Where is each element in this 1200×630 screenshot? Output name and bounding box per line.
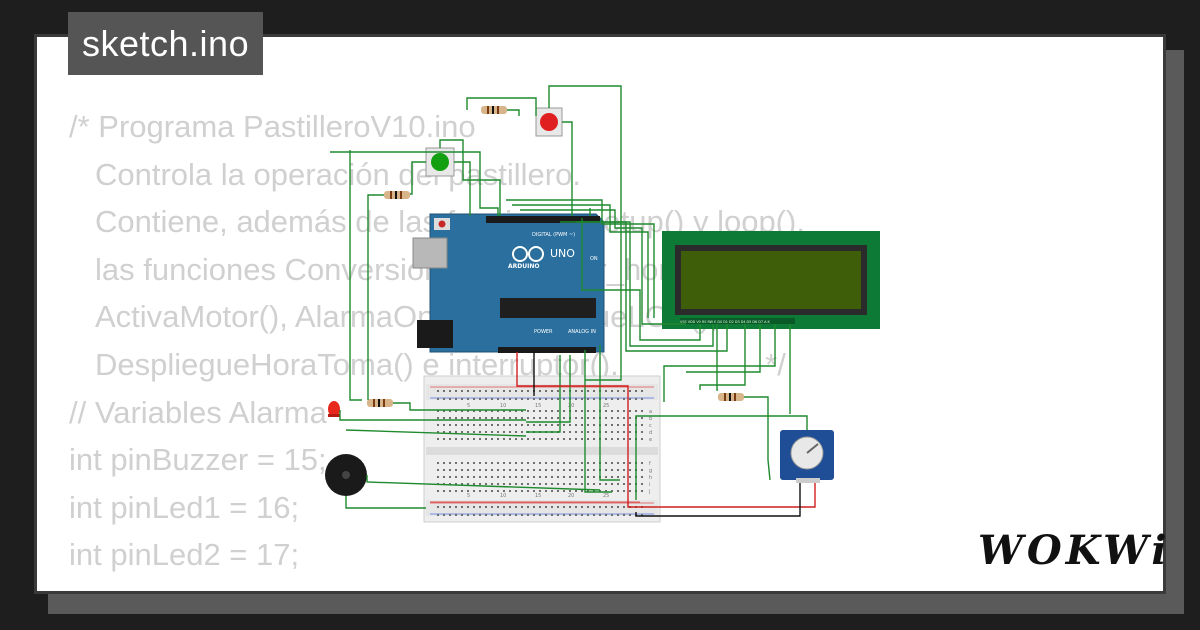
bb-col-label: 20 [568,403,574,409]
wires [330,85,808,509]
bb-row-label: h [649,475,652,481]
bb-row-label: e [649,437,652,443]
lcd-display[interactable]: VSS VDD V0 RS RW E D0 D1 D2 D3 D4 D5 D6 … [662,231,880,329]
bb-col-label: 10 [500,403,506,409]
arduino-power-label: POWER [534,329,553,335]
bb-col-label: 10 [500,493,506,499]
potentiometer[interactable] [780,430,834,483]
resistor[interactable] [367,399,393,407]
code-line: int pinBotonDos = 2; [69,579,805,591]
power-wires [430,352,816,517]
breadboard[interactable]: 5 10 15 20 25 5 10 15 20 25 a b c d e f … [423,375,661,523]
wokwi-logo[interactable]: WOKWi [978,527,1171,574]
led-red[interactable] [328,401,340,417]
bb-row-label: f [649,461,651,467]
bb-row-label: a [649,409,652,415]
bb-row-label: i [649,482,650,488]
code-line: int pinBuzzer = 15; [69,442,327,478]
bb-row-label: b [649,416,652,422]
code-line: // Variables Alarma [69,394,327,430]
resistor[interactable] [718,393,744,401]
code-line: Controla la operación del pastillero. [95,156,581,192]
code-line: int pinLed1 = 16; [69,489,300,525]
arduino-on-label: ON [590,256,598,262]
code-line: int pinLed2 = 17; [69,537,300,573]
bb-row-label: c [649,423,652,429]
arduino-uno-board[interactable]: UNO ARDUINO DIGITAL (PWM ~) POWER ANALOG… [412,213,605,353]
bb-col-label: 20 [568,493,574,499]
bb-col-label: 15 [535,493,541,499]
arduino-digital-label: DIGITAL (PWM ~) [532,232,575,238]
arduino-analog-label: ANALOG IN [568,329,596,335]
lcd-pin-labels: VSS VDD V0 RS RW E D0 D1 D2 D3 D4 D5 D6 … [680,320,770,324]
bb-col-label: 25 [603,493,609,499]
bb-col-label: 5 [467,403,470,409]
bb-col-label: 5 [467,493,470,499]
bb-col-label: 25 [603,403,609,409]
bb-row-label: d [649,430,652,436]
arduino-model: UNO [550,247,575,260]
arduino-brand: ARDUINO [508,263,539,270]
bb-col-label: 15 [535,403,541,409]
buzzer[interactable] [325,454,367,496]
bb-row-label: j [648,489,650,495]
code-line: /* Programa PastilleroV10.ino [69,109,476,144]
resistor[interactable] [481,106,507,114]
push-button-red[interactable] [535,107,563,137]
resistor[interactable] [384,191,410,199]
bb-row-label: g [649,468,652,474]
code-listing: /* Programa PastilleroV10.ino Controla l… [69,103,805,591]
sketch-filename-badge: sketch.ino [68,12,264,75]
